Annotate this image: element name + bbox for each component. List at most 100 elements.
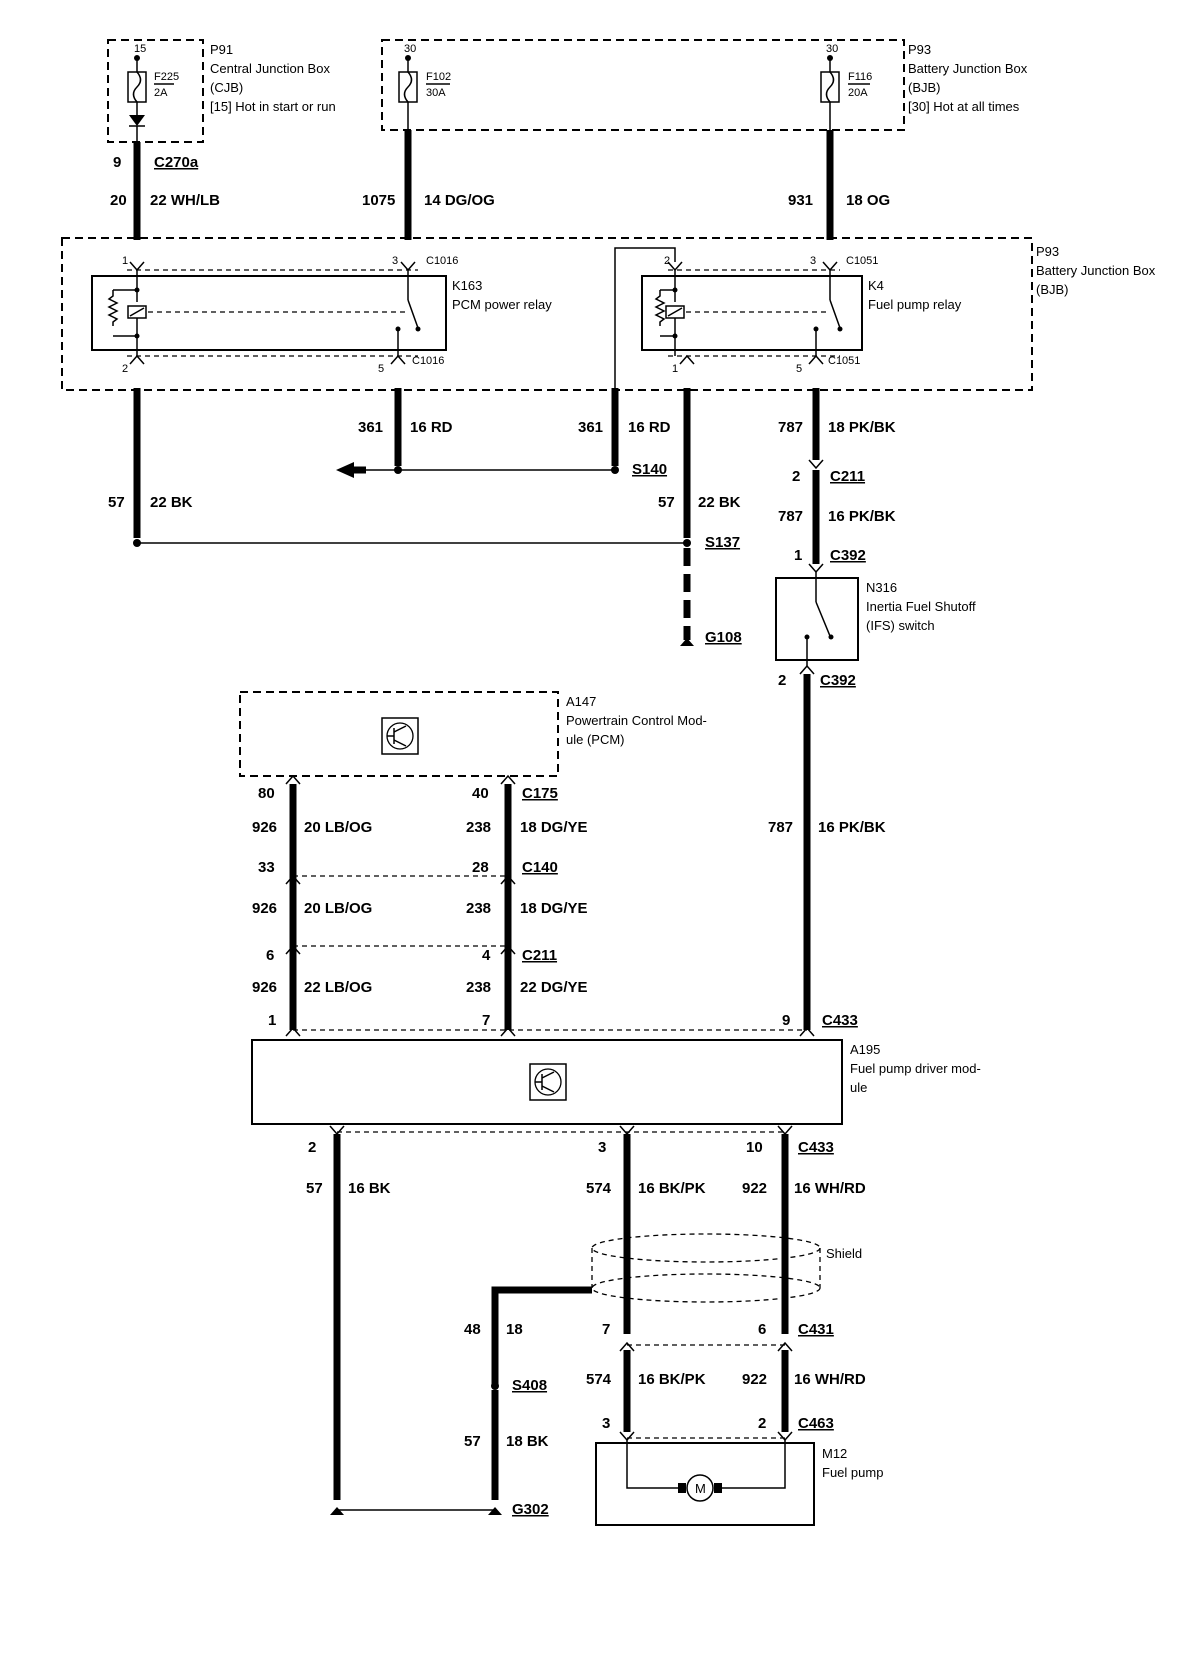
p93-battery-junction-box-relays: P93 Battery Junction Box (BJB) [61,237,1156,391]
label-k163-name: PCM power relay [452,297,552,312]
label-pcmwires-r7r: 7 [482,1012,490,1029]
label-p93top-fuseA: F102 [426,71,451,83]
label-pcmwires-r2rc: 238 [466,819,491,836]
label-pcmwires-r1r: 40 [472,785,489,802]
label-pcmwires-r6lc: 926 [252,979,277,996]
label-mid-d_wire: 22 BK [698,494,741,511]
label-p91-fuse: F225 [154,71,179,83]
label-n316-conn: C392 [820,672,856,689]
label-bottom-p10: 10 [746,1139,763,1156]
label-bottom-c431: C431 [798,1321,834,1338]
label-p91-pin: 15 [134,43,146,55]
label-mid-f_wire: 16 PK/BK [828,508,896,525]
p91-central-junction-box: 15 F225 2A P91 Central Junction Box (CJB… [107,39,336,143]
label-pcmwires-r7c: C433 [822,1012,858,1029]
label-bottom-motor: M [695,1481,706,1496]
label-bottom-sh_circuit: 48 [464,1321,481,1338]
label-a195-id: A195 [850,1042,880,1057]
label-pcmwires-r1l: 80 [258,785,275,802]
label-pcmwires-ifs_circuit: 787 [768,819,793,836]
label-k163-pin3: 3 [392,255,398,267]
label-mid-c_wire: 22 BK [150,494,193,511]
label-k4-pin5: 5 [796,363,802,375]
label-mid-g108: G108 [705,629,742,646]
label-pcmwires-r2lc: 926 [252,819,277,836]
label-p91-amps: 2A [154,87,168,99]
label-bottom-c463b: 2 [758,1415,766,1432]
label-bottom-gb_wire: 18 BK [506,1433,549,1450]
label-mid-c211: C211 [830,468,865,485]
label-bottom-m12name: Fuel pump [822,1465,883,1480]
label-p93mid-l2: Battery Junction Box [1036,263,1156,278]
label-k4-pin3: 3 [810,255,816,267]
label-k163-pin5: 5 [378,363,384,375]
label-bottom-p2: 2 [308,1139,316,1156]
label-w1-conn: C270a [154,154,199,171]
wire-1075-dg-og: 1075 14 DG/OG [362,130,495,240]
label-w1-wire: 22 WH/LB [150,192,220,209]
bottom-wiring: 2 3 10 C433 57 16 BK 574 16 BK/PK 922 16… [306,1125,866,1518]
label-pcmwires-r6rc: 238 [466,979,491,996]
label-bottom-wr_wire: 16 WH/RD [794,1180,866,1197]
label-k4-connTop: C1051 [846,255,878,267]
label-pcmwires-r7p: 9 [782,1012,790,1029]
label-pcmwires-r5l: 6 [266,947,274,964]
label-k4-id: K4 [868,278,884,293]
label-pcmwires-r3l: 33 [258,859,275,876]
m12-fuel-pump: M M12 Fuel pump [595,1440,883,1526]
label-mid-b_wire: 16 RD [628,419,671,436]
label-pcmwires-r3r: 28 [472,859,489,876]
label-w2-circuit: 1075 [362,192,395,209]
label-bottom-bk2_circuit: 574 [586,1371,612,1388]
label-mid-b_circuit: 361 [578,419,603,436]
label-k163-connTop: C1016 [426,255,458,267]
label-k163-pin2: 2 [122,363,128,375]
label-bottom-wr2_circuit: 922 [742,1371,767,1388]
label-pcmwires-r5c: C211 [522,947,557,964]
label-mid-e_circuit: 787 [778,419,803,436]
label-bottom-g302: G302 [512,1501,549,1518]
a195-fuel-pump-driver-module: A195 Fuel pump driver mod- ule [251,1039,981,1125]
label-bottom-c463: C463 [798,1415,834,1432]
label-bottom-wr2_wire: 16 WH/RD [794,1371,866,1388]
label-bottom-gb_circuit: 57 [464,1433,481,1450]
label-p93top-pinB: 30 [826,43,838,55]
label-n316-pin2: 2 [778,672,786,689]
label-pcmwires-ifs_wire: 16 PK/BK [818,819,886,836]
label-k4-pin2: 2 [664,255,670,267]
label-pcmwires-r4rw: 18 DG/YE [520,900,588,917]
label-mid-c211pin: 2 [792,468,800,485]
label-bottom-bk2_wire: 16 BK/PK [638,1371,706,1388]
label-bottom-bk_circuit: 574 [586,1180,612,1197]
label-a147-l1: Powertrain Control Mod- [566,713,707,728]
label-pcmwires-r4lw: 20 LB/OG [304,900,372,917]
label-a147-id: A147 [566,694,596,709]
label-mid-c392a: C392 [830,547,866,564]
label-pcmwires-r6rw: 22 DG/YE [520,979,588,996]
label-pcmwires-r1c: C175 [522,785,558,802]
label-pcmwires-r5r: 4 [482,947,491,964]
label-p93top-l4: [30] Hot at all times [908,99,1020,114]
label-p93mid-l3: (BJB) [1036,282,1069,297]
n316-inertia-fuel-shutoff-switch: N316 Inertia Fuel Shutoff (IFS) switch 2… [775,572,976,689]
label-k163-id: K163 [452,278,482,293]
label-pcmwires-r3c: C140 [522,859,558,876]
label-p93top-l3: (BJB) [908,80,941,95]
label-bottom-c463a: 3 [602,1415,610,1432]
pcm-driver-wiring: 80 40 C175 926 20 LB/OG 238 18 DG/YE 33 … [252,674,886,1037]
label-k4-name: Fuel pump relay [868,297,962,312]
label-mid-a_wire: 16 RD [410,419,453,436]
label-p93top-l1: P93 [908,42,931,57]
label-bottom-shield: Shield [826,1246,862,1261]
label-p93top-pinA: 30 [404,43,416,55]
label-p93top-l2: Battery Junction Box [908,61,1028,76]
label-bottom-c433: C433 [798,1139,834,1156]
label-a147-l2: ule (PCM) [566,732,625,747]
label-w1-pin: 9 [113,154,121,171]
label-p93top-ampsA: 30A [426,87,446,99]
label-mid-f_circuit: 787 [778,508,803,525]
label-p93mid-l1: P93 [1036,244,1059,259]
mid-wiring: 57 22 BK 361 16 RD 361 16 RD S140 57 22 … [108,388,896,646]
label-w3-circuit: 931 [788,192,813,209]
